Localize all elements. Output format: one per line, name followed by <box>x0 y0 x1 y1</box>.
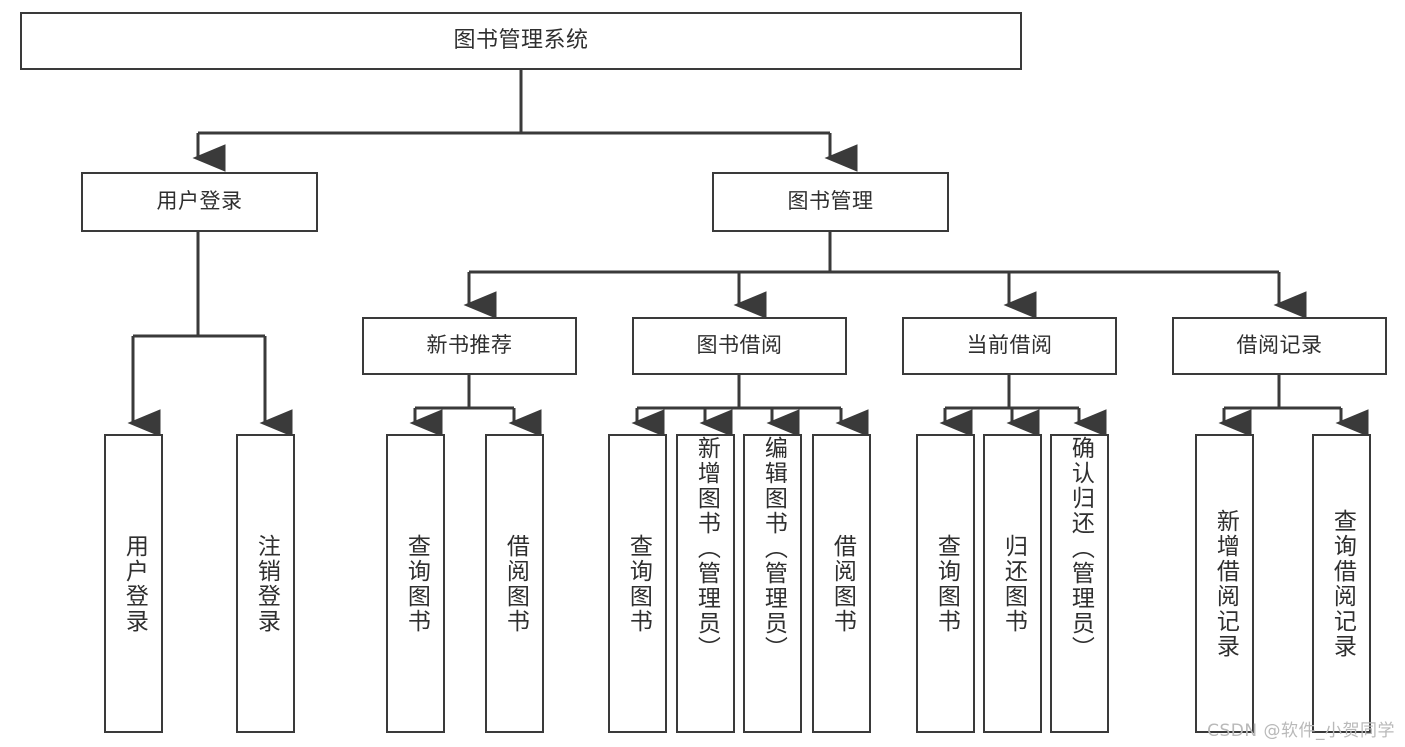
leaf-add-borrow-record[interactable]: 新增借阅记录 <box>1195 434 1254 733</box>
leaf-query-book-borrow-label: 查询图书 <box>625 533 652 634</box>
node-borrow-record-label: 借阅记录 <box>1236 333 1323 358</box>
leaf-user-login-label: 用户登录 <box>121 533 148 634</box>
leaf-query-borrow-record[interactable]: 查询借阅记录 <box>1312 434 1371 733</box>
node-user-login-label: 用户登录 <box>156 189 243 214</box>
leaf-query-book-new[interactable]: 查询图书 <box>386 434 445 733</box>
node-new-book-recommend-label: 新书推荐 <box>426 333 513 358</box>
leaf-logout[interactable]: 注销登录 <box>236 434 295 733</box>
node-borrow-record[interactable]: 借阅记录 <box>1172 317 1387 375</box>
leaf-confirm-return-admin-label: 确认归还（管理员） <box>1067 436 1094 661</box>
leaf-borrow-book[interactable]: 借阅图书 <box>812 434 871 733</box>
leaf-add-borrow-record-label: 新增借阅记录 <box>1212 508 1239 659</box>
leaf-query-book-current-label: 查询图书 <box>933 533 960 634</box>
leaf-borrow-book-new-label: 借阅图书 <box>502 533 529 634</box>
leaf-add-book-admin[interactable]: 新增图书（管理员） <box>676 434 735 733</box>
node-book-management-label: 图书管理 <box>787 189 874 214</box>
leaf-borrow-book-label: 借阅图书 <box>829 533 856 634</box>
node-root-label: 图书管理系统 <box>453 27 589 53</box>
node-user-login[interactable]: 用户登录 <box>81 172 318 232</box>
leaf-confirm-return-admin[interactable]: 确认归还（管理员） <box>1050 434 1109 733</box>
watermark-text: CSDN @软件_小贺同学 <box>1207 721 1395 741</box>
leaf-logout-label: 注销登录 <box>253 533 280 634</box>
leaf-query-book-borrow[interactable]: 查询图书 <box>608 434 667 733</box>
node-book-management[interactable]: 图书管理 <box>712 172 949 232</box>
node-new-book-recommend[interactable]: 新书推荐 <box>362 317 577 375</box>
leaf-borrow-book-new[interactable]: 借阅图书 <box>485 434 544 733</box>
leaf-add-book-admin-label: 新增图书（管理员） <box>693 436 720 661</box>
node-current-borrow[interactable]: 当前借阅 <box>902 317 1117 375</box>
leaf-query-book-current[interactable]: 查询图书 <box>916 434 975 733</box>
node-current-borrow-label: 当前借阅 <box>966 333 1053 358</box>
leaf-return-book-label: 归还图书 <box>1000 533 1027 634</box>
leaf-return-book[interactable]: 归还图书 <box>983 434 1042 733</box>
node-root[interactable]: 图书管理系统 <box>20 12 1022 70</box>
node-book-borrow-label: 图书借阅 <box>696 333 783 358</box>
leaf-edit-book-admin-label: 编辑图书（管理员） <box>760 436 787 661</box>
leaf-query-book-new-label: 查询图书 <box>403 533 430 634</box>
leaf-edit-book-admin[interactable]: 编辑图书（管理员） <box>743 434 802 733</box>
node-book-borrow[interactable]: 图书借阅 <box>632 317 847 375</box>
leaf-user-login[interactable]: 用户登录 <box>104 434 163 733</box>
leaf-query-borrow-record-label: 查询借阅记录 <box>1329 508 1356 659</box>
